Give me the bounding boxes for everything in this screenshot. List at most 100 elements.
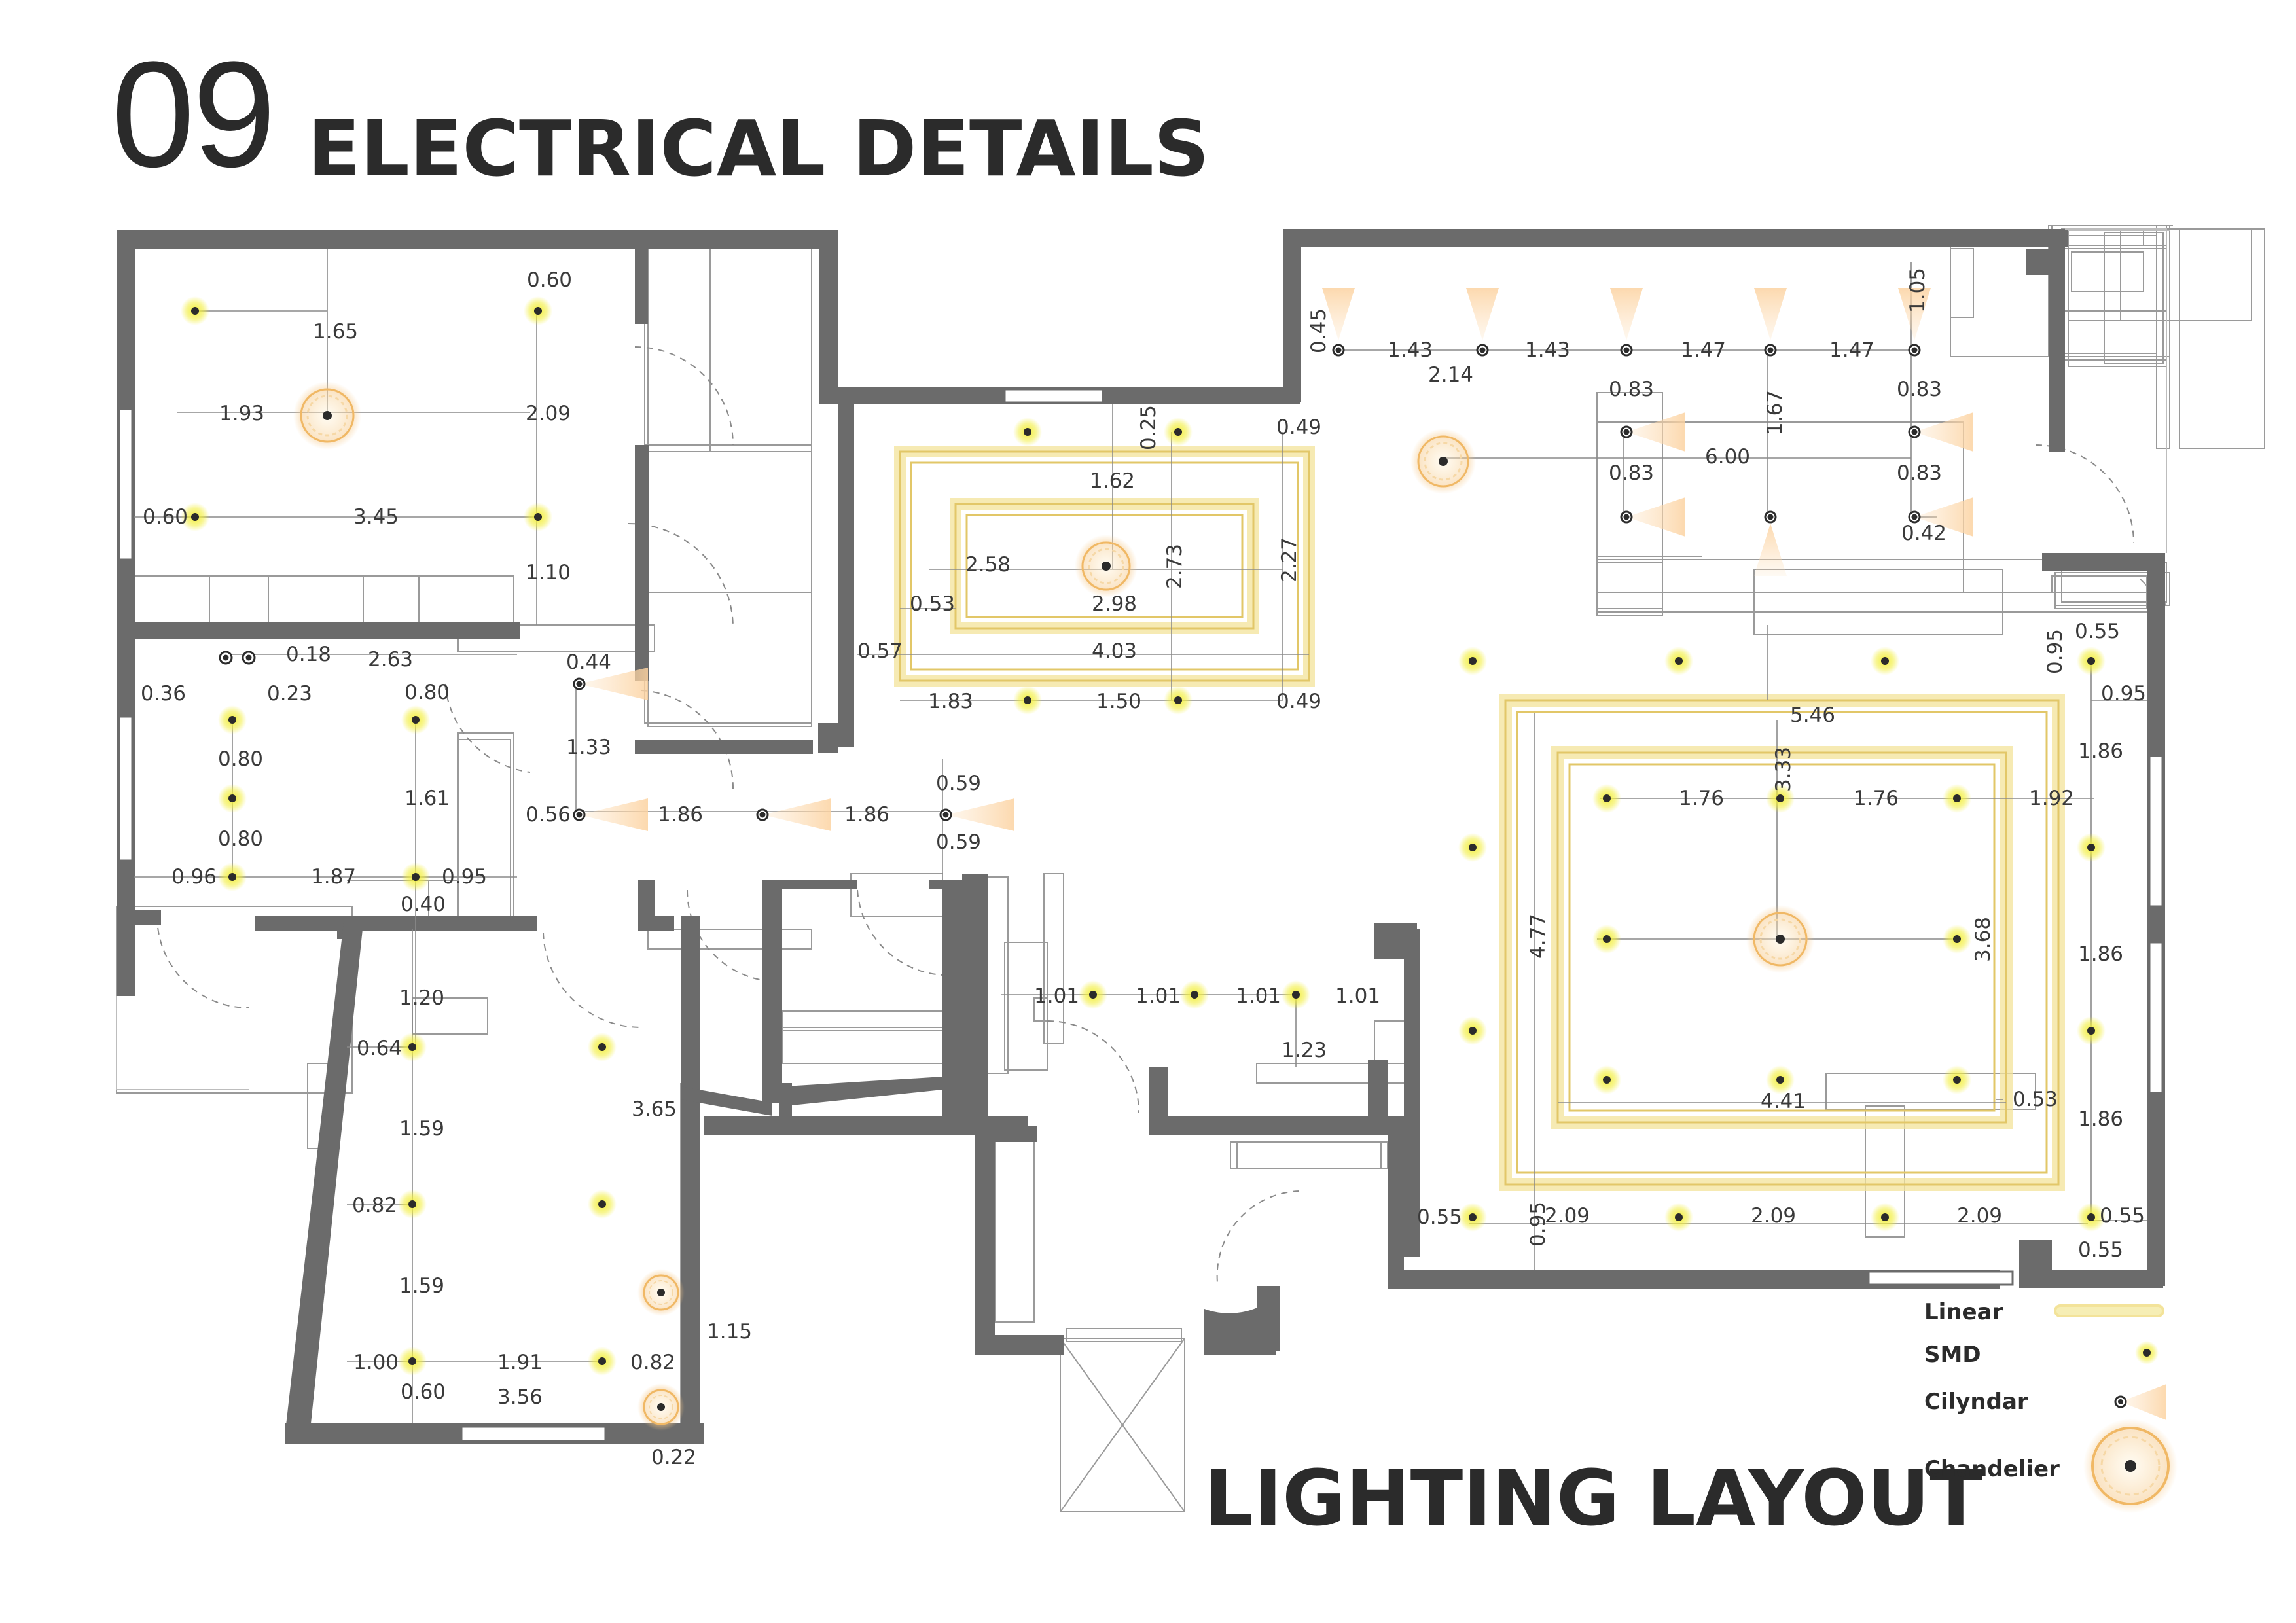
dimension-label: 0.83 [1897,461,1942,485]
dimension-label: 1.01 [1236,984,1281,1008]
dimension-label: 0.55 [1417,1205,1462,1229]
smd-light-icon [2135,1341,2159,1364]
dimension-label: 0.59 [936,772,981,795]
dimension-label: 1.15 [707,1320,752,1344]
dimension-label: 0.45 [1307,308,1331,353]
dimension-label: 0.49 [1276,690,1321,713]
dimension-label: 2.09 [1751,1204,1796,1228]
dimension-label: 2.09 [526,402,571,425]
dimension-label: 0.80 [218,827,263,851]
dimension-label: 1.86 [2078,740,2123,763]
dimension-label: 0.55 [2100,1204,2145,1228]
dimension-label: 0.95 [2101,682,2146,705]
layout-title: LIGHTING LAYOUT [1204,1453,1982,1543]
windows [118,388,2164,1442]
dimension-label: 1.01 [1335,984,1380,1008]
dimension-label: 0.83 [1897,378,1942,401]
page-title: ELECTRICAL DETAILS [308,103,1210,194]
dimension-label: 0.44 [566,651,611,674]
site-outline [116,228,2170,1090]
dimension-label: 1.23 [1282,1039,1327,1062]
dimension-label: 1.86 [2078,942,2123,966]
dimension-label: 1.62 [1090,469,1135,493]
linear-lights [894,446,2065,1191]
dimension-label: 0.83 [1609,378,1654,401]
legend-label-cylinder: Cilyndar [1924,1389,2028,1415]
dimension-label: 2.14 [1428,363,1473,387]
dimension-label: 0.36 [141,682,186,705]
dimension-label: 2.63 [368,648,413,671]
dimension-label: 1.10 [526,561,571,584]
cylinder-fixtures [219,344,1921,821]
dimension-label: 1.83 [928,690,973,713]
dimension-label: 6.00 [1705,445,1750,469]
dimension-label: 2.98 [1092,592,1137,616]
dimension-label: 3.45 [353,505,399,529]
dimension-label: 3.33 [1772,747,1795,792]
legend-label-smd: SMD [1924,1342,1981,1368]
chandelier-icon [2083,1419,2178,1513]
legend-label-linear: Linear [1924,1299,2003,1325]
dimension-label: 1.76 [1854,787,1899,810]
dimension-label: 0.80 [404,681,450,704]
legend-icons [2054,1304,2178,1513]
dimension-labels: 0.60 1.65 1.93 2.09 0.60 3.45 1.10 0.18 … [141,268,2146,1469]
dimension-label: 1.61 [404,787,450,810]
dimension-label: 0.23 [267,682,312,705]
linear-light-icon [2054,1304,2164,1317]
dimension-label: 1.86 [844,803,889,827]
dimension-label: 1.43 [1388,338,1433,362]
dimension-label: 0.25 [1137,405,1160,450]
dimension-label: 1.47 [1829,338,1874,362]
cylinder-light-icon [2114,1384,2166,1420]
dimension-label: 4.77 [1526,914,1550,959]
dimension-label: 0.64 [357,1037,402,1060]
dimension-label: 0.55 [2078,1238,2123,1262]
dimension-label: 1.00 [353,1351,399,1374]
dimension-label: 1.43 [1525,338,1570,362]
dimension-label: 3.68 [1971,917,1995,962]
dimension-label: 1.87 [311,865,356,889]
dimension-label: 1.65 [313,320,358,344]
dimension-label: 0.49 [1276,416,1321,439]
dimension-label: 3.56 [497,1385,543,1409]
dimension-label: 1.67 [1763,390,1787,435]
dimension-label: 4.41 [1761,1090,1806,1113]
dimension-label: 1.33 [566,736,611,759]
dimension-label: 2.09 [1957,1204,2002,1228]
dimension-label: 1.86 [658,803,703,827]
dimension-label: 4.03 [1092,639,1137,663]
dimension-label: 1.05 [1906,268,1929,313]
dimension-label: 0.40 [401,893,446,916]
dimension-label: 0.95 [1526,1202,1550,1247]
doors [156,346,2134,1283]
dimension-lines [134,249,2147,1423]
dimension-label: 0.53 [2013,1088,2058,1111]
dimension-label: 1.91 [497,1351,543,1374]
dimension-label: 2.73 [1163,544,1187,589]
dimension-label: 0.60 [143,505,188,529]
dimension-label: 2.58 [965,553,1011,577]
dimension-label: 0.42 [1901,522,1946,545]
dimension-label: 0.80 [218,747,263,771]
dimension-label: 2.27 [1278,537,1301,582]
dimension-label: 0.59 [936,830,981,854]
dimension-label: 1.92 [2029,787,2074,810]
dimension-label: 0.96 [171,865,217,889]
dimension-label: 0.82 [352,1194,397,1217]
dimension-label: 1.76 [1679,787,1724,810]
dimension-label: 3.65 [632,1097,677,1121]
dimension-label: 1.93 [219,402,264,425]
dimension-label: 0.82 [630,1351,675,1374]
dimension-label: 0.95 [442,865,487,889]
dimension-label: 0.18 [286,643,331,666]
dimension-label: 1.86 [2078,1107,2123,1131]
dimension-label: 0.60 [401,1380,446,1404]
dimension-label: 1.50 [1096,690,1141,713]
dimension-label: 1.20 [399,986,444,1010]
dimension-label: 0.55 [2075,620,2120,643]
cylinder-beams [579,288,1973,831]
dimension-label: 1.01 [1034,984,1079,1008]
dimension-label: 0.57 [857,639,903,663]
